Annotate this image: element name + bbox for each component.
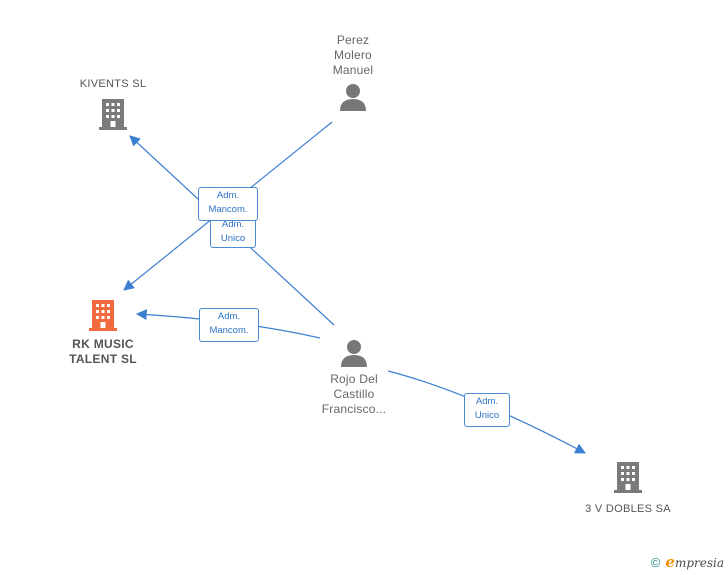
edge-label-adm-mancom[interactable]: Adm. Mancom. <box>198 187 258 221</box>
building-icon <box>614 462 642 493</box>
person-node-rojo[interactable]: Rojo Del Castillo Francisco... <box>312 338 396 417</box>
person-icon <box>340 84 366 111</box>
person-icon <box>341 340 367 367</box>
building-icon <box>89 300 117 331</box>
company-node-3v-dobles[interactable]: 3 V DOBLES SA <box>578 460 678 517</box>
company-label: 3 V DOBLES SA <box>585 503 671 515</box>
company-node-kivents[interactable]: KIVENTS SL <box>65 77 161 131</box>
building-icon <box>99 99 127 130</box>
person-node-perez[interactable]: Perez Molero Manuel <box>312 33 394 112</box>
company-label: KIVENTS SL <box>79 78 147 90</box>
brand-logo: empresia <box>665 553 724 571</box>
company-label: RK MUSIC TALENT SL <box>69 337 137 366</box>
copyright-icon: © <box>650 555 661 570</box>
edge-label-adm-mancom[interactable]: Adm. Mancom. <box>199 308 259 342</box>
brand-footer: © empresia <box>651 553 724 571</box>
company-node-rk-music[interactable]: RK MUSIC TALENT SL <box>55 298 151 367</box>
edge-label-adm-unico[interactable]: Adm. Unico <box>464 393 510 427</box>
edge-label-adm-unico[interactable]: Adm. Unico <box>210 216 256 248</box>
person-label: Perez Molero Manuel <box>332 33 374 77</box>
person-label: Rojo Del Castillo Francisco... <box>321 372 387 416</box>
